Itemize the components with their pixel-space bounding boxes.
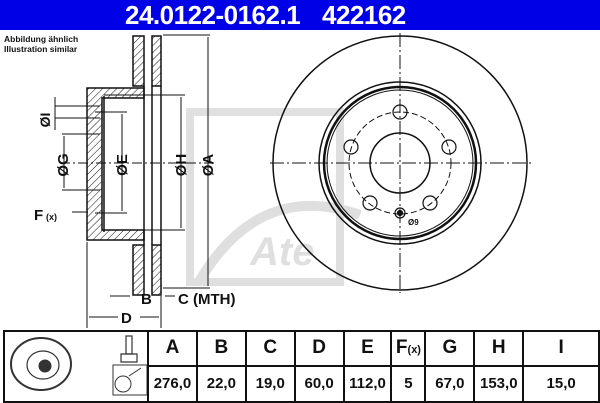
dimension-label-a: ØA (200, 154, 217, 177)
col-header-f: F(x) (390, 330, 427, 367)
brake-disc-icon (10, 337, 72, 391)
svg-text:Ate: Ate (249, 230, 314, 274)
col-header-c: C (244, 330, 296, 367)
front-view-disc (270, 33, 532, 293)
spec-table: A B C D E F(x) G H I 276,0 22,0 19,0 60,… (3, 330, 600, 403)
value-h: 153,0 (473, 364, 525, 403)
col-header-b: B (195, 330, 247, 367)
ate-watermark-logo: Ate (186, 108, 362, 286)
spec-header-row: A B C D E F(x) G H I (3, 330, 600, 403)
value-g: 67,0 (424, 364, 476, 403)
col-header-i: I (522, 330, 600, 367)
hole-diameter-label: Ø9 (408, 218, 419, 227)
value-c: 19,0 (244, 364, 296, 403)
value-i: 15,0 (522, 364, 600, 403)
dimension-label-f-sub: (x) (46, 212, 57, 222)
dimension-label-g: ØG (55, 153, 72, 176)
technical-drawing: Ate (34, 33, 532, 328)
product-icons (10, 335, 148, 396)
icon-cell (3, 330, 149, 403)
dimension-label-h: ØH (173, 154, 190, 177)
title-bar: 24.0122-0162.1 422162 (0, 0, 600, 30)
dimension-label-i: ØI (37, 113, 53, 128)
value-a: 276,0 (147, 364, 198, 403)
dimension-label-f: F (34, 207, 43, 224)
dimension-lines (54, 34, 210, 328)
value-e: 112,0 (342, 364, 393, 403)
col-header-h: H (473, 330, 525, 367)
col-header-d: D (293, 330, 345, 367)
side-view-cross-section (60, 35, 215, 296)
note-german: Abbildung ähnlich (4, 34, 79, 44)
col-header-e: E (342, 330, 393, 367)
col-header-g: G (424, 330, 476, 367)
bolt-icon (120, 335, 138, 363)
dimension-label-d: D (121, 310, 132, 327)
part-number: 24.0122-0162.1 (125, 0, 301, 30)
dimension-label-e: ØE (114, 154, 131, 176)
note-english: Illustration similar (4, 44, 78, 54)
lubricant-icon (112, 364, 148, 396)
value-d: 60,0 (293, 364, 345, 403)
col-header-a: A (147, 330, 198, 367)
reference-number: 422162 (322, 0, 406, 30)
dimension-label-b: B (141, 291, 152, 308)
bolt-hole-pattern (343, 104, 457, 219)
dimension-label-c: C (MTH) (178, 291, 235, 308)
value-b: 22,0 (195, 364, 247, 403)
col-header-f-label: F (395, 337, 408, 359)
col-header-f-sub: (x) (407, 344, 421, 357)
illustration-note: Abbildung ähnlich Illustration similar (4, 34, 78, 54)
value-f: 5 (390, 364, 427, 403)
